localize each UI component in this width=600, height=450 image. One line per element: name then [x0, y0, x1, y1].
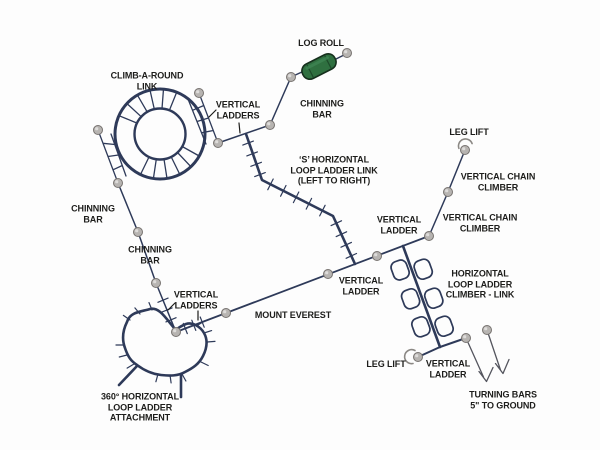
post-marker [323, 269, 333, 279]
label-mount-everest: MOUNT EVEREST [254, 309, 332, 320]
post-marker [482, 325, 492, 335]
post-marker [171, 327, 181, 337]
loop-360-attachment-stubs [117, 364, 183, 399]
label-leg-lift-bottom: LEG LIFT [366, 358, 406, 369]
ring-vertical-ladder-right [187, 92, 219, 145]
climb-a-round-ring-icon [97, 87, 219, 184]
label-vertical-ladders-top: VERTICAL LADDERS [215, 99, 261, 121]
post-marker [194, 88, 204, 98]
label-vertical-chain-climber-1: VERTICAL CHAIN CLIMBER [460, 171, 536, 193]
post-marker [460, 145, 470, 155]
ring-vertical-ladder-left [97, 129, 127, 184]
s-loop-ladder-icon [242, 132, 358, 266]
post-marker [93, 125, 103, 135]
label-vertical-ladder-bottom: VERTICAL LADDER [425, 358, 471, 380]
post-marker [265, 120, 275, 130]
turning-bars-icon [465, 329, 510, 383]
loop-360-icon [115, 302, 216, 399]
label-chinning-bar-right: CHINNING BAR [300, 98, 344, 120]
post-marker [221, 308, 231, 318]
log-roll-icon [301, 52, 337, 81]
label-s-loop-ladder-link: ‘S’ HORIZONTAL LOOP LADDER LINK (LEFT TO… [290, 154, 378, 186]
post-marker [151, 278, 161, 288]
label-chinning-bar-left: CHINNING BAR [71, 203, 115, 225]
label-turning-bars: TURNING BARS 5" TO GROUND [469, 389, 537, 411]
label-vertical-ladder-mid-2: VERTICAL LADDER [338, 275, 384, 297]
post-marker [342, 48, 352, 58]
post-marker [424, 231, 434, 241]
horizontal-loop-ladder-icon [390, 244, 455, 349]
label-vertical-ladder-mid-1: VERTICAL LADDER [376, 214, 422, 236]
post-markers [93, 48, 492, 362]
label-vertical-ladders-bottom: VERTICAL LADDERS [173, 289, 219, 311]
post-marker [443, 187, 453, 197]
label-log-roll: LOG ROLL [298, 37, 344, 48]
post-marker [413, 352, 423, 362]
label-360-loop-ladder-attachment: 360° HORIZONTAL LOOP LADDER ATTACHMENT [101, 391, 179, 423]
label-chinning-bar-mid: CHINNING BAR [128, 244, 172, 266]
post-marker [213, 138, 223, 148]
leg-lift-arc-bottom [403, 348, 416, 365]
post-marker [372, 251, 382, 261]
label-vertical-chain-climber-2: VERTICAL CHAIN CLIMBER [442, 212, 518, 234]
mount-everest-line [175, 235, 430, 333]
label-climb-a-round-link: CLIMB-A-ROUND LINK [110, 70, 184, 92]
post-marker [461, 333, 471, 343]
post-marker [113, 178, 123, 188]
label-horizontal-loop-ladder: HORIZONTAL LOOP LADDER CLIMBER - LINK [445, 268, 515, 300]
label-leg-lift-top: LEG LIFT [449, 126, 489, 137]
label-leader-lines [167, 109, 241, 321]
post-marker [286, 72, 296, 82]
leg-lift-arc-top [457, 138, 473, 150]
chinning-bar-line-left [117, 182, 177, 333]
post-marker [133, 227, 143, 237]
